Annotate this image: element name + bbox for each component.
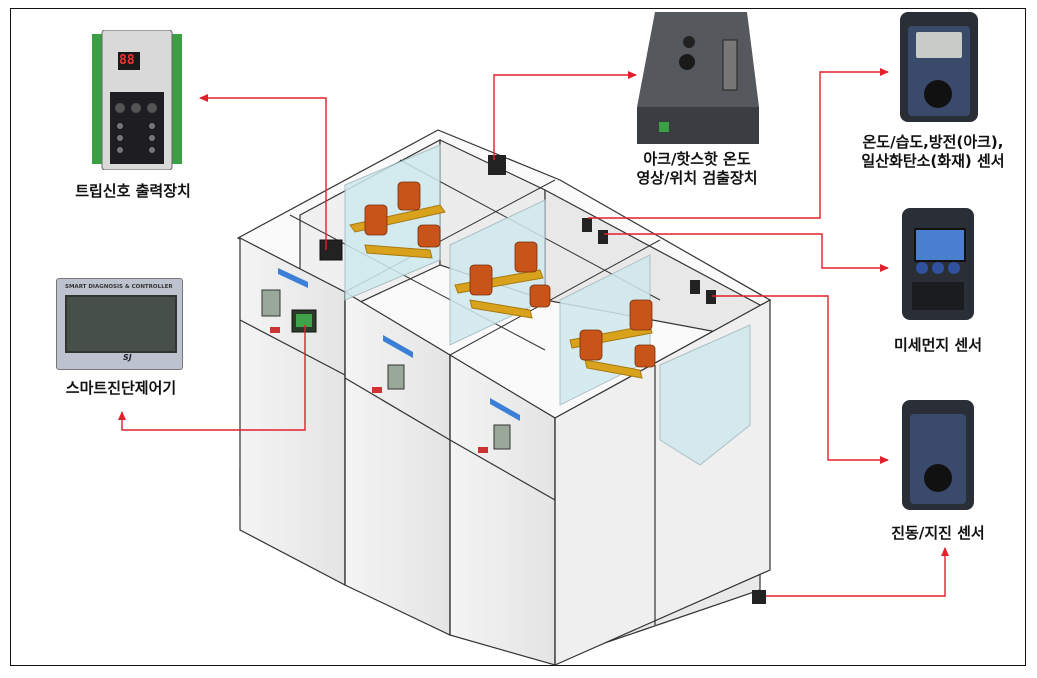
controller-screen [65,295,177,353]
connector-arrows [118,68,949,597]
arc-detection-device [637,12,759,144]
cabinet-front-details [261,155,766,604]
arrow-to-temp [588,68,889,219]
trip-signal-device: 88 [92,29,182,171]
controller-title: SMART DIAGNOSIS & CONTROLLER [65,284,173,290]
label-smart-controller: 스마트진단제어기 [65,379,177,397]
arrow-to-smart [118,325,306,431]
diagram-frame [10,8,1026,666]
label-vibration-sensor: 진동/지진 센서 [891,524,985,542]
arrow-to-trip [199,94,327,250]
vibration-sensor [902,400,974,510]
arrow-to-vib [712,295,889,464]
label-trip-device: 트립신호 출력장치 [75,182,191,200]
trip-display-digits: 88 [119,53,135,68]
label-temp-sensor: 온도/습도,방전(아크), 일산화탄소(화재) 센서 [861,133,1005,170]
temp-humidity-sensor [900,12,978,122]
arrow-to-dust [604,233,889,272]
controller-brand: SJ [123,353,132,362]
arrow-to-arc [493,71,637,160]
smart-controller-device: SMART DIAGNOSIS & CONTROLLER SJ [56,278,183,370]
arrow-to-vib-bottom [766,547,949,597]
label-arc-detection: 아크/핫스핫 온도 영상/위치 검출장치 [636,150,758,187]
label-dust-sensor: 미세먼지 센서 [893,336,983,354]
fine-dust-sensor [902,208,974,320]
busbars [349,181,656,379]
